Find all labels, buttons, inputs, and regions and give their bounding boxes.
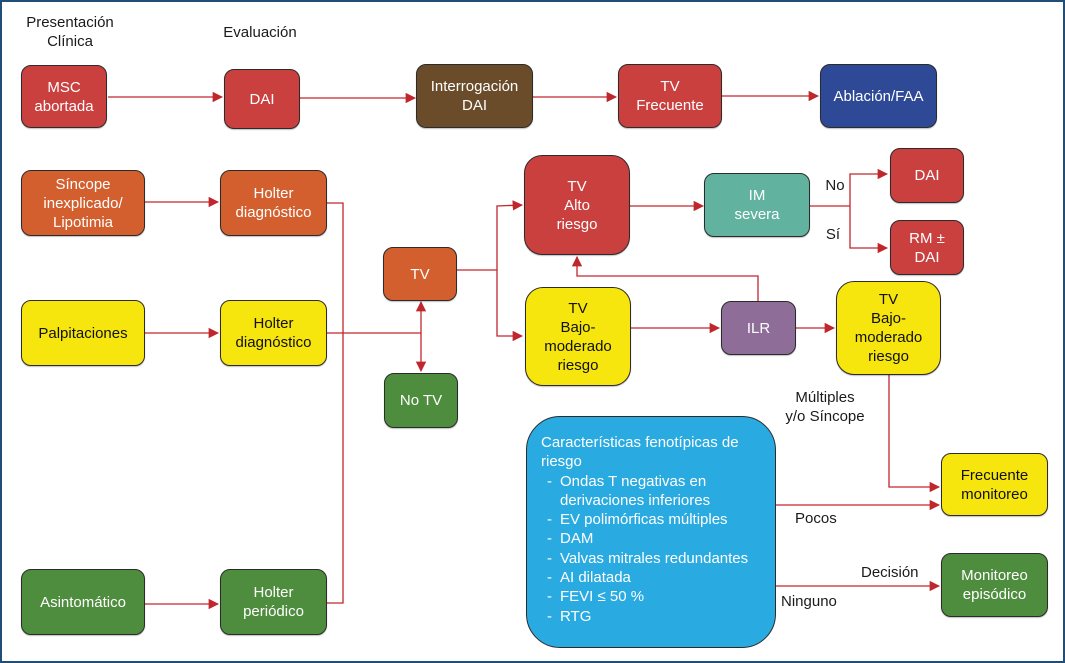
node-im-severa[interactable]: IM severa — [704, 173, 810, 237]
node-tv[interactable]: TV — [383, 247, 457, 301]
label-ninguno: Ninguno — [781, 593, 837, 610]
node-rm-dai[interactable]: RM ± DAI — [890, 220, 964, 275]
node-interrogacion-dai[interactable]: Interrogación DAI — [416, 64, 533, 128]
node-tv-bajo-moderado-2[interactable]: TV Bajo- moderado riesgo — [836, 281, 941, 375]
risk-box-title: Características fenotípicas de riesgo — [541, 434, 739, 471]
node-dai-right[interactable]: DAI — [890, 148, 964, 203]
node-holter-diagnostico-1[interactable]: Holter diagnóstico — [220, 170, 327, 236]
header-evaluacion: Evaluación — [223, 24, 297, 41]
risk-item: Ondas T negativas en derivaciones inferi… — [547, 472, 765, 511]
node-ilr[interactable]: ILR — [721, 301, 796, 355]
risk-item: Valvas mitrales redundantes — [547, 549, 765, 569]
risk-item: RTG — [547, 607, 765, 627]
risk-characteristics-box: Características fenotípicas de riesgo On… — [526, 416, 776, 648]
label-no: No — [825, 177, 845, 194]
node-no-tv[interactable]: No TV — [384, 373, 458, 428]
node-frecuente-monitoreo[interactable]: Frecuente monitoreo — [941, 453, 1048, 516]
label-si: Sí — [825, 226, 841, 243]
node-holter-diagnostico-2[interactable]: Holter diagnóstico — [220, 300, 327, 366]
risk-item: EV polimórficas múltiples — [547, 510, 765, 530]
risk-item: AI dilatada — [547, 568, 765, 588]
node-ablacion-faa[interactable]: Ablación/FAA — [820, 64, 937, 128]
label-pocos: Pocos — [795, 510, 837, 527]
node-holter-periodico[interactable]: Holter periódico — [220, 569, 327, 635]
node-tv-bajo-moderado[interactable]: TV Bajo- moderado riesgo — [525, 287, 631, 386]
risk-item: DAM — [547, 529, 765, 549]
node-asintomatico[interactable]: Asintomático — [21, 569, 145, 635]
node-sincope[interactable]: Síncope inexplicado/ Lipotimia — [21, 170, 145, 236]
label-decision: Decisión — [861, 564, 919, 581]
label-multiples-sincope: Múltiples y/o Síncope — [785, 389, 865, 425]
header-presentacion-clinica: Presentación Clínica — [26, 14, 114, 50]
risk-list: Ondas T negativas en derivaciones inferi… — [541, 472, 765, 627]
risk-item: FEVI ≤ 50 % — [547, 587, 765, 607]
node-msc-abortada[interactable]: MSC abortada — [21, 65, 107, 128]
node-tv-alto-riesgo[interactable]: TV Alto riesgo — [524, 155, 630, 255]
node-palpitaciones[interactable]: Palpitaciones — [21, 300, 145, 366]
node-dai-top[interactable]: DAI — [224, 69, 300, 129]
node-monitoreo-episodico[interactable]: Monitoreo episódico — [941, 553, 1048, 617]
node-tv-frecuente[interactable]: TV Frecuente — [618, 64, 722, 128]
